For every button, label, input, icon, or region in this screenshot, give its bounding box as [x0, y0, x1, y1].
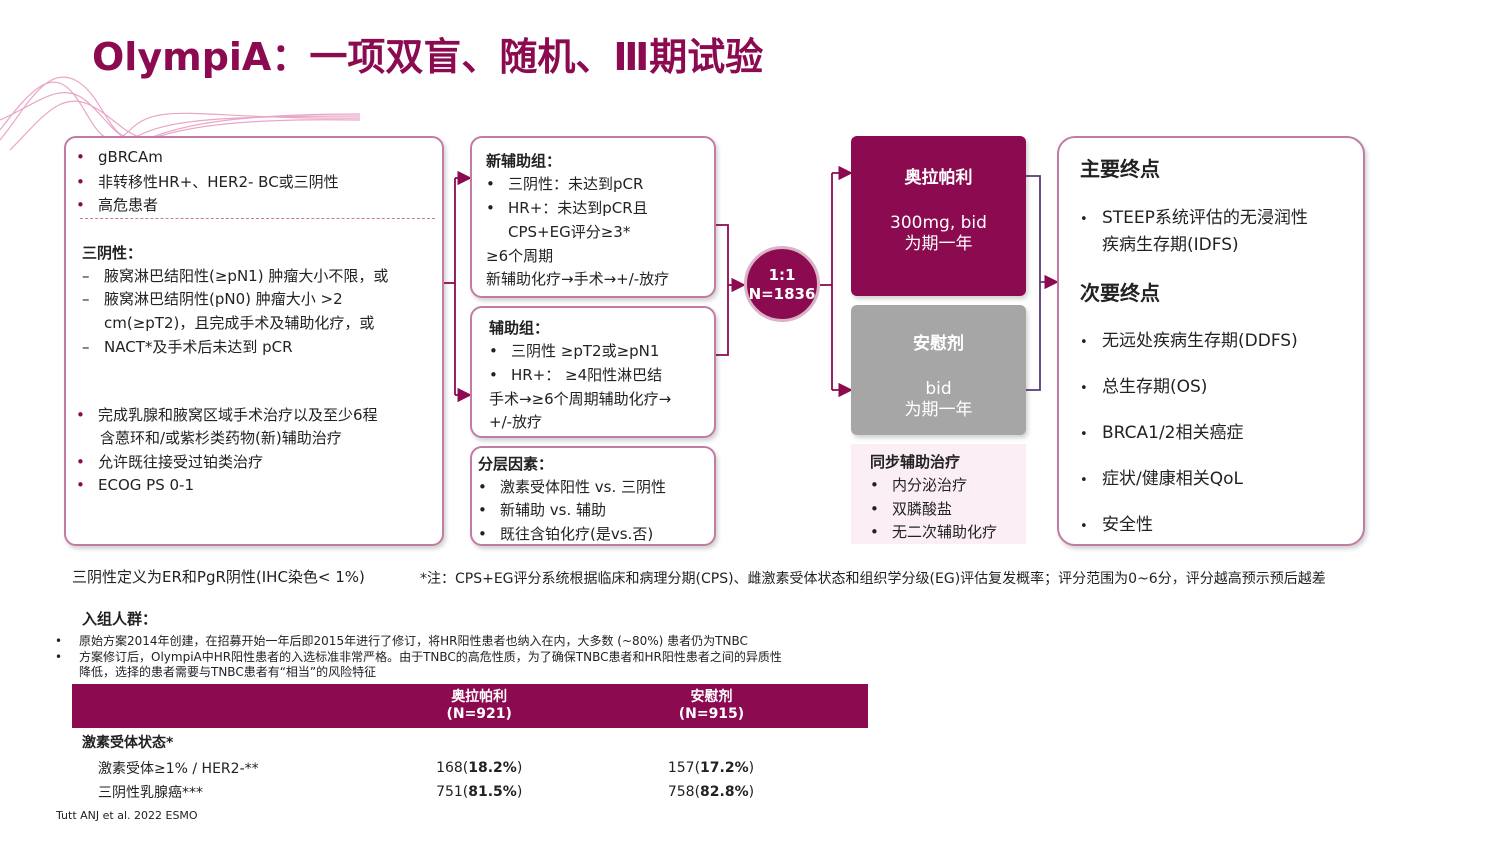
concurrent-item: •内分泌治疗	[870, 476, 968, 494]
tnbc-item: –NACT*及手术后未达到 pCR	[82, 338, 293, 356]
adjuvant-item: •三阴性 ≥pT2或≥pN1	[489, 342, 660, 360]
secondary-endpoint-heading: 次要终点	[1080, 281, 1160, 305]
eligibility-bullet: •允许既往接受过铂类治疗	[76, 453, 264, 471]
table-row: 激素受体≥1% / HER2-** 168(18.2%) 157(17.2%)	[98, 760, 755, 777]
table-header-placebo: 安慰剂(N=915)	[593, 684, 868, 728]
placebo-name: 安慰剂	[913, 334, 964, 354]
neoadjuvant-heading: 新辅助组：	[486, 152, 562, 170]
eligibility-bullet: •ECOG PS 0-1	[76, 476, 194, 494]
population-table: 奥拉帕利(N=921) 安慰剂(N=915) 激素受体状态* 激素受体≥1% /…	[72, 684, 868, 804]
eligibility-box	[64, 136, 444, 546]
eligibility-bullet: •gBRCAm	[76, 148, 163, 166]
eligibility-bullet: •高危患者	[76, 196, 159, 214]
stratification-box	[470, 446, 716, 546]
population-heading: 入组人群：	[82, 610, 158, 628]
population-note: •方案修订后，OlympiA中HR阳性患者的入选标准非常严格。由于TNBC的高危…	[55, 650, 782, 664]
population-note: 降低，选择的患者需要与TNBC患者有“相当”的风险特征	[79, 665, 377, 679]
slide-title: OlympiA：一项双盲、随机、Ⅲ期试验	[92, 35, 764, 79]
randomization-ratio: 1:1	[768, 266, 796, 284]
neoadjuvant-item: 新辅助化疗→手术→+/-放疗	[486, 270, 670, 288]
olaparib-dose: 300mg, bid	[890, 213, 987, 233]
secondary-endpoint-item: •症状/健康相关QoL	[1080, 469, 1243, 489]
placebo-duration: 为期一年	[904, 400, 973, 420]
tnbc-heading: 三阴性：	[82, 244, 143, 262]
table-header-olaparib: 奥拉帕利(N=921)	[364, 684, 594, 728]
footnote: *注：CPS+EG评分系统根据临床和病理分期(CPS)、雌激素受体状态和组织学分…	[420, 571, 1326, 587]
secondary-endpoint-item: •总生存期(OS)	[1080, 377, 1208, 397]
tnbc-item: –腋窝淋巴结阳性(≥pN1) 肿瘤大小不限，或	[82, 267, 389, 285]
citation: Tutt ANJ et al. 2022 ESMO	[56, 809, 198, 822]
olaparib-duration: 为期一年	[904, 234, 973, 254]
neoadjuvant-item: ≥6个周期	[486, 247, 554, 265]
eligibility-bullet-cont: 含蒽环和/或紫杉类药物(新)辅助治疗	[100, 429, 342, 447]
table-header: 奥拉帕利(N=921) 安慰剂(N=915)	[72, 684, 868, 728]
neoadjuvant-item: •三阴性：未达到pCR	[486, 175, 644, 193]
secondary-endpoint-item: •BRCA1/2相关癌症	[1080, 423, 1244, 443]
neoadjuvant-item: •HR+：未达到pCR且	[486, 199, 648, 217]
randomization-n: N=1836	[748, 285, 816, 303]
divider	[80, 218, 435, 219]
tnbc-item: cm(≥pT2)，且完成手术及辅助化疗，或	[104, 314, 375, 332]
primary-endpoint-heading: 主要终点	[1080, 157, 1160, 181]
secondary-endpoint-item: •安全性	[1080, 515, 1153, 535]
stratification-item: •既往含铂化疗(是vs.否)	[478, 525, 654, 543]
stratification-item: •激素受体阳性 vs. 三阴性	[478, 478, 666, 496]
primary-endpoint-item: •STEEP系统评估的无浸润性	[1080, 208, 1308, 228]
eligibility-bullet: •非转移性HR+、HER2- BC或三阴性	[76, 173, 339, 191]
adjuvant-item: 手术→≥6个周期辅助化疗→	[489, 390, 672, 408]
secondary-endpoint-item: •无远处疾病生存期(DDFS)	[1080, 331, 1298, 351]
adjuvant-box	[470, 306, 716, 438]
placebo-arm: 安慰剂 bid 为期一年	[851, 305, 1026, 435]
population-note: •原始方案2014年创建，在招募开始一年后即2015年进行了修订，将HR阳性患者…	[55, 634, 748, 648]
adjuvant-item: +/-放疗	[489, 413, 543, 431]
neoadjuvant-item: CPS+EG评分≥3*	[508, 223, 631, 241]
tnbc-definition: 三阴性定义为ER和PgR阴性(IHC染色< 1%)	[72, 568, 365, 586]
stratification-heading: 分层因素：	[478, 455, 554, 473]
table-section-row: 激素受体状态*	[82, 735, 174, 751]
olaparib-arm: 奥拉帕利 300mg, bid 为期一年	[851, 136, 1026, 296]
olaparib-name: 奥拉帕利	[904, 168, 973, 188]
tnbc-item: –腋窝淋巴结阴性(pN0) 肿瘤大小 >2	[82, 290, 343, 308]
concurrent-box	[851, 444, 1026, 544]
table-row: 三阴性乳腺癌*** 751(81.5%) 758(82.8%)	[98, 784, 755, 801]
randomization-circle: 1:1 N=1836	[744, 246, 820, 322]
primary-endpoint-item: 疾病生存期(IDFS)	[1102, 235, 1239, 255]
neoadjuvant-box	[470, 136, 716, 298]
stratification-item: •新辅助 vs. 辅助	[478, 501, 606, 519]
endpoints-box	[1057, 136, 1365, 546]
adjuvant-item: •HR+： ≥4阳性淋巴结	[489, 366, 663, 384]
concurrent-item: •无二次辅助化疗	[870, 523, 998, 541]
eligibility-bullet: •完成乳腺和腋窝区域手术治疗以及至少6程	[76, 406, 378, 424]
concurrent-item: •双膦酸盐	[870, 500, 953, 518]
concurrent-heading: 同步辅助治疗	[870, 453, 961, 471]
placebo-dose: bid	[925, 379, 952, 399]
adjuvant-heading: 辅助组：	[489, 319, 550, 337]
